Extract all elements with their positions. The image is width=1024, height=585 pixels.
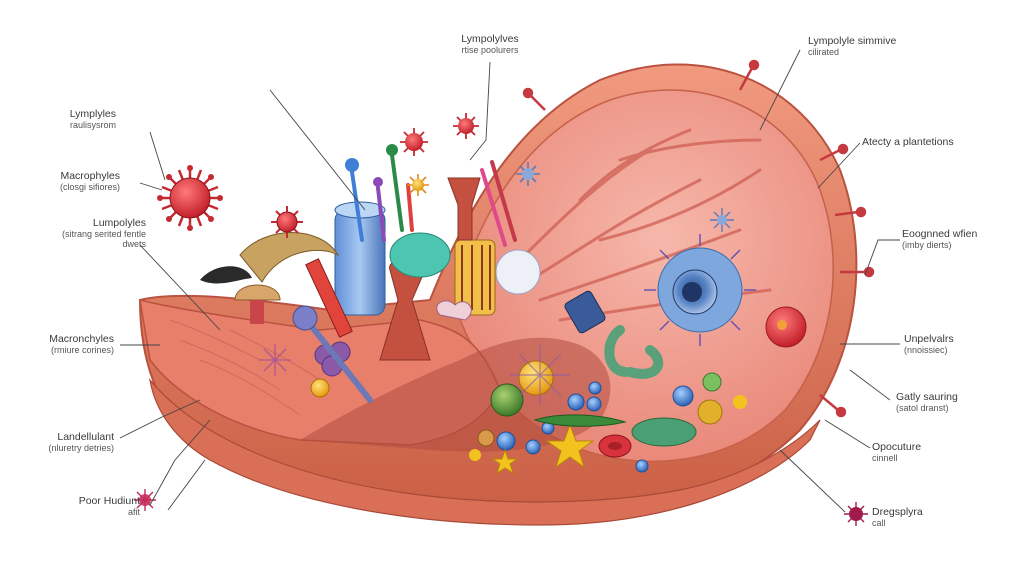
label-left-6: Poor Hudiunt afit bbox=[78, 495, 140, 518]
ion-channel bbox=[454, 239, 496, 316]
label-right-2: Eoognned wfien (imby dierts) bbox=[902, 228, 978, 251]
label-left-4: Macronchyles (rmiure corines) bbox=[49, 333, 114, 356]
label-right-4: Gatly sauring (satol dranst) bbox=[896, 391, 958, 414]
label-right-5: Opocuture cinnell bbox=[872, 441, 922, 464]
virus-bottom-right bbox=[844, 502, 868, 526]
dark-fragment bbox=[200, 266, 252, 284]
label-left-5: Landellulant (nluretry detries) bbox=[48, 431, 114, 454]
yellow-cell bbox=[518, 360, 554, 396]
organelles bbox=[200, 144, 807, 475]
surface-receptors bbox=[522, 59, 875, 418]
green-cell bbox=[490, 383, 524, 417]
label-top-center: Lympolylves rtise poolurers bbox=[461, 33, 519, 56]
virus-left bbox=[157, 165, 223, 231]
blue-droplets bbox=[496, 381, 694, 473]
virus-particles bbox=[134, 113, 868, 526]
red-funnel bbox=[447, 177, 481, 241]
capsule-device bbox=[564, 290, 606, 334]
signal-rods bbox=[345, 144, 517, 247]
star-cell bbox=[545, 423, 595, 469]
leader-lines bbox=[119, 49, 900, 513]
label-right-1: Atecty a plantetions bbox=[862, 136, 954, 148]
lever-rod bbox=[302, 315, 373, 403]
label-right-3: Unpelvalrs (nnoissiec) bbox=[904, 333, 954, 356]
lower-band bbox=[149, 377, 821, 526]
label-left-3: Lumpolyles (sitrang serited fentle dwets bbox=[61, 217, 146, 250]
striped-rod bbox=[305, 258, 353, 338]
chain-cells bbox=[604, 325, 697, 447]
label-top-right: Lympolyle simmive cilirated bbox=[808, 35, 897, 58]
cut-face-pattern bbox=[169, 319, 321, 416]
white-vesicle bbox=[495, 249, 541, 295]
curled-organelle bbox=[239, 232, 340, 283]
leaf-structure bbox=[533, 414, 627, 427]
label-left-2: Macrophyles (closgi sifiores) bbox=[59, 170, 120, 193]
teal-vesicle bbox=[389, 232, 451, 278]
label-right-6: Dregsplyra call bbox=[872, 506, 923, 529]
label-left-1: Lymplyles raulisysrom bbox=[69, 108, 116, 131]
